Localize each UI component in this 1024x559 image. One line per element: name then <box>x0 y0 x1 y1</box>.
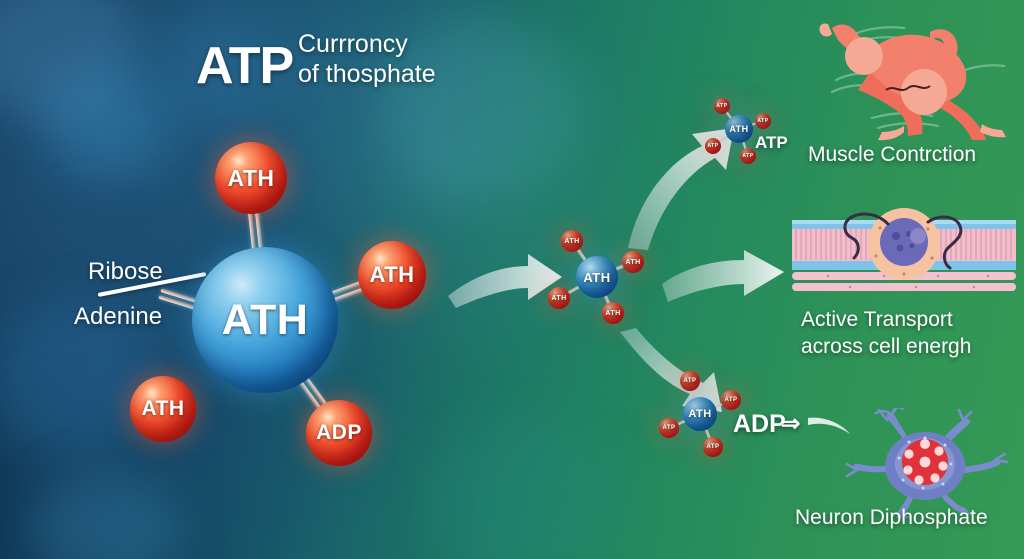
sphere-label: ATH <box>583 269 611 285</box>
caption-active-line-1: Active Transport <box>801 308 953 331</box>
caption-active-transport: Active Transport across cell energh <box>801 307 971 361</box>
bottom-molecule-satellite-1[interactable]: ATP <box>680 371 700 391</box>
mid-molecule-satellite-4[interactable]: ATH <box>602 302 624 324</box>
top-molecule-satellite-2[interactable]: ATP <box>755 113 771 129</box>
sphere-label: ATP <box>707 143 719 149</box>
molecule-satellite-adp[interactable]: ADP <box>306 400 372 466</box>
sphere-label: ATP <box>683 378 697 384</box>
sphere-label: ATH <box>605 309 621 317</box>
molecule-center-ath[interactable]: ATH <box>192 247 338 393</box>
bottom-molecule-satellite-4[interactable]: ATP <box>703 437 723 457</box>
sphere-label: ATP <box>716 103 728 109</box>
sphere-label: ATP <box>757 118 769 124</box>
bottom-molecule-satellite-2[interactable]: ATP <box>721 390 741 410</box>
label-atp: ATP <box>755 133 788 152</box>
top-molecule-satellite-3[interactable]: ATP <box>705 138 721 154</box>
mid-molecule-satellite-3[interactable]: ATH <box>548 287 570 309</box>
bg-blob-4 <box>30 470 180 559</box>
bg-blob-6 <box>430 420 620 559</box>
branch-arrow-transport <box>662 250 784 302</box>
sphere-label: ATH <box>227 164 275 191</box>
sphere-label: ATP <box>742 153 754 159</box>
sphere-label: ATH <box>564 237 580 245</box>
bottom-molecule-center[interactable]: ATH <box>683 397 717 431</box>
bg-blob-1 <box>0 0 140 120</box>
neuron-illustration <box>845 408 1009 518</box>
top-molecule-satellite-1[interactable]: ATP <box>714 98 730 114</box>
runner-illustration <box>819 23 1006 141</box>
top-molecule-satellite-4[interactable]: ATP <box>740 148 756 164</box>
subtitle-line-1: Currroncy <box>298 30 408 58</box>
sphere-label: ATH <box>625 258 641 266</box>
sphere-label: ATH <box>729 124 749 134</box>
sphere-label: ADP <box>316 421 362 444</box>
molecule-satellite-top[interactable]: ATH <box>215 142 287 214</box>
label-adenine: Adenine <box>74 303 163 330</box>
sphere-label: ATH <box>221 295 309 344</box>
sphere-label: ATP <box>724 397 738 403</box>
molecule-satellite-bottom-left[interactable]: ATH <box>130 376 196 442</box>
sphere-label: ATH <box>141 397 185 420</box>
page-subtitle: Currroncy of thosphate <box>298 30 436 89</box>
sphere-label: ATH <box>688 408 712 420</box>
caption-muscle-contraction: Muscle Contrction <box>808 143 977 166</box>
molecule-satellite-right[interactable]: ATH <box>358 241 426 309</box>
top-molecule-center[interactable]: ATH <box>725 115 753 143</box>
caption-active-line-2: across cell energh <box>801 334 972 358</box>
page-title: ATP <box>196 37 294 95</box>
label-adp: ADP <box>733 410 786 438</box>
bottom-molecule-satellite-3[interactable]: ATP <box>659 418 679 438</box>
caption-neuron: Neuron Diphosphate <box>795 506 988 529</box>
adp-small-arrow-icon <box>808 417 850 434</box>
mid-molecule-center[interactable]: ATH <box>576 256 618 298</box>
membrane-illustration <box>792 208 1016 291</box>
mid-molecule-satellite-1[interactable]: ATH <box>561 230 583 252</box>
mid-molecule-satellite-2[interactable]: ATH <box>622 251 644 273</box>
sphere-label: ATP <box>706 444 720 450</box>
label-ribose: Ribose <box>88 258 163 285</box>
subtitle-line-2: of thosphate <box>298 59 436 88</box>
bg-blob-2 <box>48 70 168 180</box>
adp-arrow-glyph-icon: ⇒ <box>781 410 801 436</box>
sphere-label: ATH <box>369 262 415 287</box>
sphere-label: ATP <box>662 425 676 431</box>
sphere-label: ATH <box>551 294 567 302</box>
